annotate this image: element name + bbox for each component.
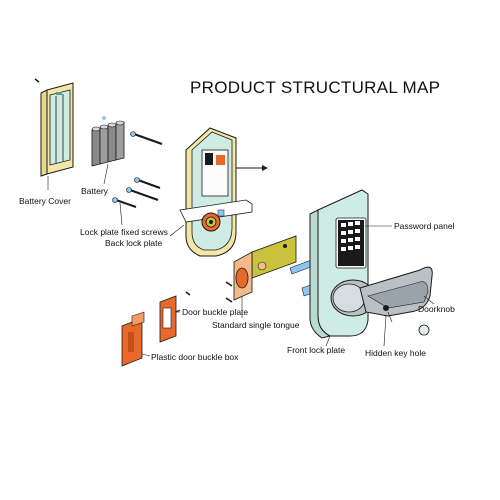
arrow-to-front-plate bbox=[236, 165, 268, 171]
doorknob-lever-part bbox=[359, 266, 435, 323]
label-standard-single-tongue: Standard single tongue bbox=[212, 320, 300, 330]
label-plastic-door-buckle-box: Plastic door buckle box bbox=[151, 352, 239, 362]
leader-screws bbox=[119, 202, 123, 226]
leader-front-plate bbox=[325, 335, 331, 347]
diagram-title: PRODUCT STRUCTURAL MAP bbox=[190, 78, 441, 97]
door-buckle-plate-part bbox=[159, 295, 181, 343]
leader-back-plate bbox=[169, 224, 185, 237]
label-lock-plate-fixed-screws: Lock plate fixed screws bbox=[80, 227, 168, 237]
leader-buckle-box bbox=[141, 353, 151, 357]
screw-set-latch bbox=[185, 281, 233, 303]
front-lock-part bbox=[309, 189, 376, 339]
latch-part bbox=[233, 235, 297, 301]
label-battery: Battery bbox=[81, 186, 108, 196]
label-password-panel: Password panel bbox=[394, 221, 455, 231]
battery-cover-part bbox=[40, 82, 74, 177]
screw-set-upper bbox=[112, 131, 163, 208]
plastic-buckle-box-part bbox=[121, 311, 145, 367]
label-hidden-key-hole: Hidden key hole bbox=[365, 348, 426, 358]
leader-key-hole bbox=[383, 315, 387, 347]
label-door-buckle-plate: Door buckle plate bbox=[182, 307, 249, 317]
leader-battery bbox=[103, 163, 109, 185]
key-hole-cap bbox=[418, 324, 430, 336]
battery-part bbox=[91, 116, 125, 167]
small-screw-top-left bbox=[34, 78, 40, 83]
label-doorknob: Doorknob bbox=[418, 304, 455, 314]
back-lock-plate-part bbox=[179, 127, 253, 257]
label-back-lock-plate: Back lock plate bbox=[105, 238, 163, 248]
label-battery-cover: Battery Cover bbox=[19, 196, 71, 206]
label-front-lock-plate: Front lock plate bbox=[287, 345, 346, 355]
